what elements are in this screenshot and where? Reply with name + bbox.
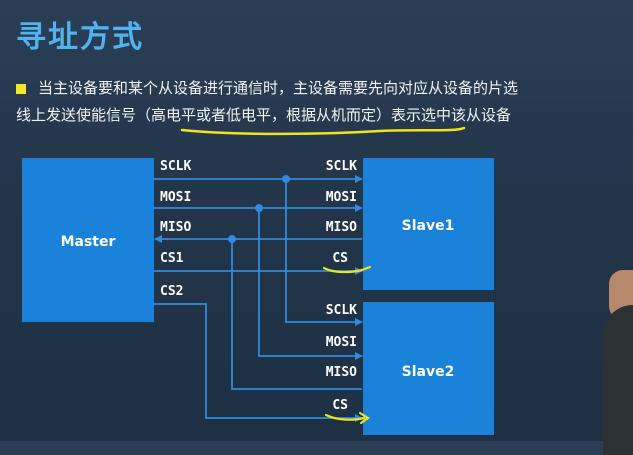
paragraph-line-1: 当主设备要和某个从设备进行通信时，主设备需要先向对应从设备的片选: [16, 72, 633, 105]
junction-miso: [228, 235, 236, 243]
master-pin-cs2: CS2: [160, 284, 183, 299]
paragraph-text-1: 当主设备要和某个从设备进行通信时，主设备需要先向对应从设备的片选: [38, 79, 519, 97]
page-title: 寻址方式: [16, 20, 144, 55]
slave1-box: [363, 158, 494, 290]
slave1-pin-sclk: SCLK: [326, 159, 357, 174]
master-pin-miso: MISO: [160, 220, 191, 235]
wire-cs2: [154, 303, 363, 422]
paragraph-line-2: 线上发送使能信号（高电平或者低电平，根据从机而定）表示选中该从设备: [16, 104, 511, 125]
master-pin-cs1: CS1: [160, 251, 184, 266]
master-label: Master: [61, 234, 116, 250]
presenter-silhouette: [603, 305, 633, 455]
slave2-pin-miso: MISO: [326, 365, 357, 380]
cs1-highlight-mark: [322, 265, 372, 274]
bullet-icon: [16, 83, 26, 94]
master-pin-mosi: MOSI: [160, 190, 191, 205]
junction-mosi: [255, 204, 263, 212]
cs2-highlight-mark: [324, 411, 370, 425]
wire-miso-s2: [231, 239, 362, 390]
slave1-label: Slave1: [402, 218, 455, 234]
slave2-pin-sclk: SCLK: [326, 303, 357, 318]
paragraph-text-2b-underlined: 高电平或者低电平，根据从机而定: [151, 106, 377, 124]
paragraph-text-2c: ）表示选中该从设备: [376, 106, 512, 124]
wire-sclk-s2: [285, 179, 363, 326]
junction-sclk: [282, 175, 290, 183]
slave1-pin-cs: CS: [332, 251, 348, 266]
highlight-underline: [180, 126, 466, 136]
slave2-box: [363, 302, 494, 435]
spi-diagram: Master Slave1 Slave2 SCLK MOSI MISO CS1 …: [22, 126, 494, 435]
paragraph-text-2a: 线上发送使能信号（: [16, 106, 152, 124]
master-box: [22, 158, 154, 322]
slave1-pin-mosi: MOSI: [326, 190, 357, 205]
slave2-pin-mosi: MOSI: [326, 335, 357, 350]
slave2-pin-cs: CS: [332, 398, 348, 413]
slave2-label: Slave2: [402, 364, 455, 380]
wire-mosi-s2: [258, 208, 363, 360]
slave1-pin-miso: MISO: [326, 220, 357, 235]
master-pin-sclk: SCLK: [160, 159, 191, 174]
